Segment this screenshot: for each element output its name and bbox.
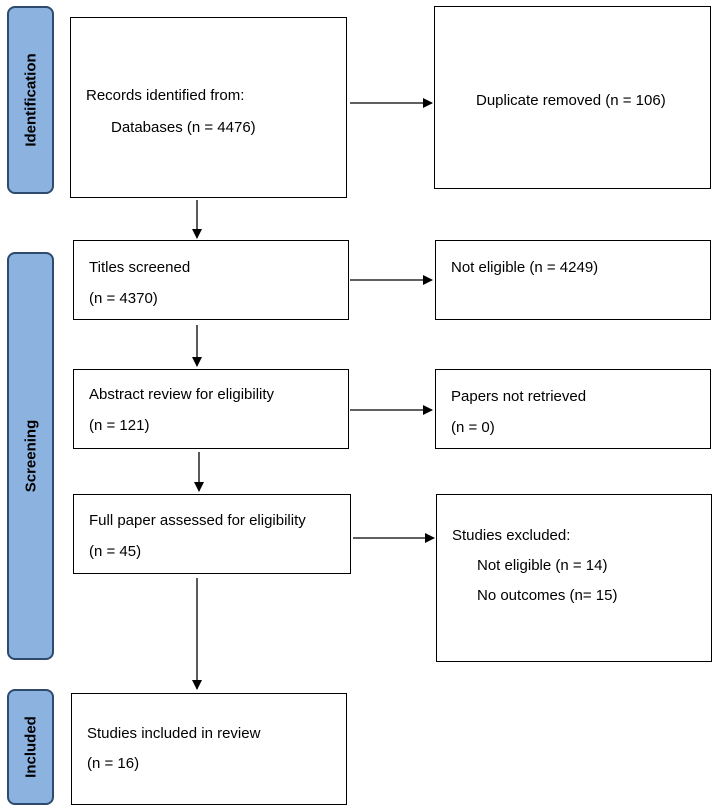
abstract-review-count: (n = 121) [89, 417, 150, 434]
papers-not-retrieved-box: Papers not retrieved (n = 0) [435, 369, 711, 449]
phase-included: Included [7, 689, 54, 805]
abstract-review-label: Abstract review for eligibility [89, 386, 275, 403]
phase-screening-label: Screening [22, 419, 39, 493]
records-identified-label: Records identified from: [86, 87, 245, 104]
studies-excluded-label: Studies excluded: [452, 527, 571, 544]
studies-included-box: Studies included in review (n = 16) [71, 693, 347, 805]
databases-count: Databases (n = 4476) [111, 119, 256, 136]
titles-screened-box: Titles screened (n = 4370) [73, 240, 349, 320]
titles-screened-count: (n = 4370) [89, 290, 158, 307]
duplicates-removed-label: Duplicate removed (n = 106) [476, 92, 666, 109]
studies-included-label: Studies included in review [87, 725, 261, 742]
not-eligible-box: Not eligible (n = 4249) [435, 240, 711, 320]
titles-screened-label: Titles screened [89, 259, 191, 276]
duplicates-removed-box: Duplicate removed (n = 106) [434, 6, 711, 189]
full-paper-assessed-box: Full paper assessed for eligibility (n =… [73, 494, 351, 574]
not-eligible-label: Not eligible (n = 4249) [451, 259, 599, 276]
phase-identification: Identification [7, 6, 54, 194]
papers-not-retrieved-count: (n = 0) [451, 419, 495, 436]
full-paper-assessed-label: Full paper assessed for eligibility [89, 512, 306, 529]
papers-not-retrieved-label: Papers not retrieved [451, 388, 587, 405]
phase-screening: Screening [7, 252, 54, 660]
studies-excluded-box: Studies excluded: Not eligible (n = 14) … [436, 494, 712, 662]
full-paper-assessed-count: (n = 45) [89, 543, 142, 560]
excluded-no-outcomes: No outcomes (n= 15) [477, 587, 618, 604]
studies-included-count: (n = 16) [87, 755, 140, 772]
records-identified-box: Records identified from: Databases (n = … [70, 17, 347, 198]
phase-identification-label: Identification [22, 53, 39, 147]
phase-included-label: Included [22, 716, 39, 778]
excluded-not-eligible: Not eligible (n = 14) [477, 557, 608, 574]
abstract-review-box: Abstract review for eligibility (n = 121… [73, 369, 349, 449]
